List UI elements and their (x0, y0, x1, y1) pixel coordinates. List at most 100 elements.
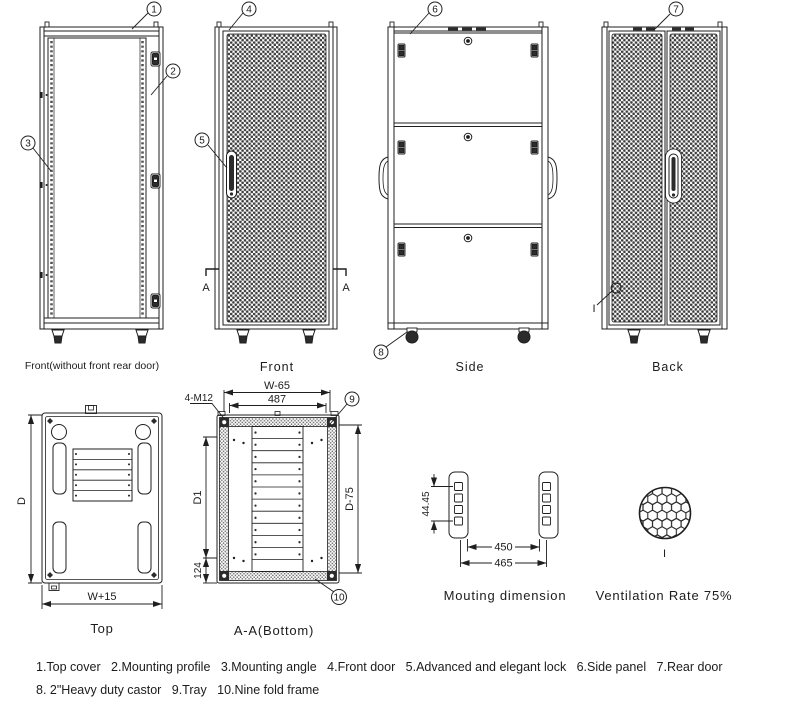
hinge-icon (150, 293, 161, 309)
panel-clip-icon (397, 242, 406, 257)
dim-124 (202, 558, 217, 584)
legend-line-2: 8. 2"Heavy duty castor 9.Tray 10.Nine fo… (36, 683, 319, 697)
callout-5-number: 5 (199, 136, 205, 147)
cable-hole (51, 424, 67, 440)
dim-d75-label: D-75 (344, 487, 356, 511)
view-aa-bottom: W-65 487 4-M12 D1 124 D-75 9 10 (185, 380, 362, 638)
front-door (222, 30, 330, 326)
cable-slot (52, 442, 67, 495)
cable-slot (137, 521, 152, 574)
side-panel-dividers (394, 122, 542, 228)
callout-9: 9 (344, 391, 360, 407)
callout-5: 5 (194, 132, 210, 148)
view-top: D W+15 Top (16, 405, 163, 636)
back-label: Back (652, 360, 684, 374)
dim-450-label: 450 (494, 542, 512, 554)
panel-clip-icon (530, 140, 539, 155)
callout-1-number: 1 (151, 5, 157, 16)
frame-outline (39, 26, 164, 330)
cable-slot (137, 442, 152, 495)
dim-465 (460, 540, 547, 567)
dim-width (41, 585, 163, 609)
detail-i-label: I (592, 303, 595, 315)
hinge-icon (150, 51, 161, 67)
view-front: A A 4 5 Front (194, 1, 350, 374)
callout-7-number: 7 (673, 5, 679, 16)
callout-6: 6 (427, 1, 443, 17)
foot (697, 329, 711, 344)
legend: 1.Top cover 2.Mounting profile 3.Mountin… (36, 660, 723, 697)
callout-10-number: 10 (333, 593, 345, 604)
foot (135, 329, 149, 344)
ventilation-label: Ventilation Rate 75% (596, 588, 733, 603)
foot (236, 329, 250, 344)
callout-4: 4 (241, 1, 257, 17)
dim-465-label: 465 (494, 558, 512, 570)
section-a-left-label: A (202, 282, 210, 294)
lock-icon (463, 36, 473, 46)
dim-124-label: 124 (193, 562, 204, 579)
vent-louver (72, 448, 133, 502)
mounting-rail-right (538, 471, 559, 539)
foot (302, 329, 316, 344)
rear-door-left-perforation (611, 33, 663, 323)
cable-hole (135, 424, 151, 440)
front-open-label: Front(without front rear door) (25, 360, 159, 372)
callout-4-number: 4 (246, 5, 252, 16)
callout-6-number: 6 (432, 5, 438, 16)
dim-pitch-label: 44.45 (421, 491, 432, 516)
dim-4m12-label: 4-M12 (185, 393, 214, 404)
view-mounting-dimension: 44.45 450 465 Mouting dimension (421, 471, 567, 603)
view-back: I 7 Back (592, 1, 728, 374)
side-handle-right (547, 156, 558, 200)
ventilation-detail-mark: I (663, 548, 666, 560)
rear-door-left (608, 30, 666, 326)
callout-7: 7 (668, 1, 684, 17)
dim-w65-label: W-65 (264, 380, 290, 392)
dim-487 (229, 402, 327, 413)
castor-wheel (405, 327, 419, 344)
dim-487-label: 487 (268, 394, 286, 406)
aa-bottom-label: A-A(Bottom) (234, 623, 314, 638)
dim-width-label: W+15 (87, 591, 116, 603)
callout-10: 10 (331, 589, 347, 605)
dim-d1-label: D1 (192, 490, 204, 504)
hinge-icon (150, 173, 161, 189)
detail-i-target (610, 282, 622, 294)
panel-clip-icon (530, 43, 539, 58)
callout-1: 1 (146, 1, 162, 17)
dim-450 (467, 539, 540, 552)
callout-3-number: 3 (25, 139, 31, 150)
dim-depth (27, 414, 42, 584)
dim-w65 (223, 389, 331, 412)
top-label: Top (90, 621, 113, 636)
foot (51, 329, 65, 344)
view-front-open: 1 2 3 Front(without front rear door) (20, 1, 181, 372)
castor-wheel (517, 327, 531, 344)
callout-8: 8 (373, 344, 389, 360)
panel-clip-icon (530, 242, 539, 257)
side-label: Side (455, 360, 484, 374)
callout-2: 2 (165, 63, 181, 79)
panel-clip-icon (397, 43, 406, 58)
view-side: 6 8 Side (373, 1, 558, 374)
legend-line-1: 1.Top cover 2.Mounting profile 3.Mountin… (36, 660, 723, 674)
section-cut-marks (205, 268, 347, 276)
dim-d75 (339, 424, 362, 574)
front-label: Front (260, 360, 294, 374)
top-latch (85, 405, 97, 414)
side-panel-edges (388, 32, 548, 324)
side-handle-left (378, 156, 389, 200)
section-a-right-label: A (342, 282, 350, 294)
mounting-dimension-label: Mouting dimension (444, 588, 567, 603)
view-ventilation: I Ventilation Rate 75% (596, 486, 733, 603)
screw-holes (232, 438, 323, 563)
lock-icon (463, 233, 473, 243)
callout-3: 3 (20, 135, 36, 151)
dim-depth-label: D (16, 497, 28, 505)
callout-9-number: 9 (349, 395, 355, 406)
lock-icon (463, 132, 473, 142)
foot (627, 329, 641, 344)
